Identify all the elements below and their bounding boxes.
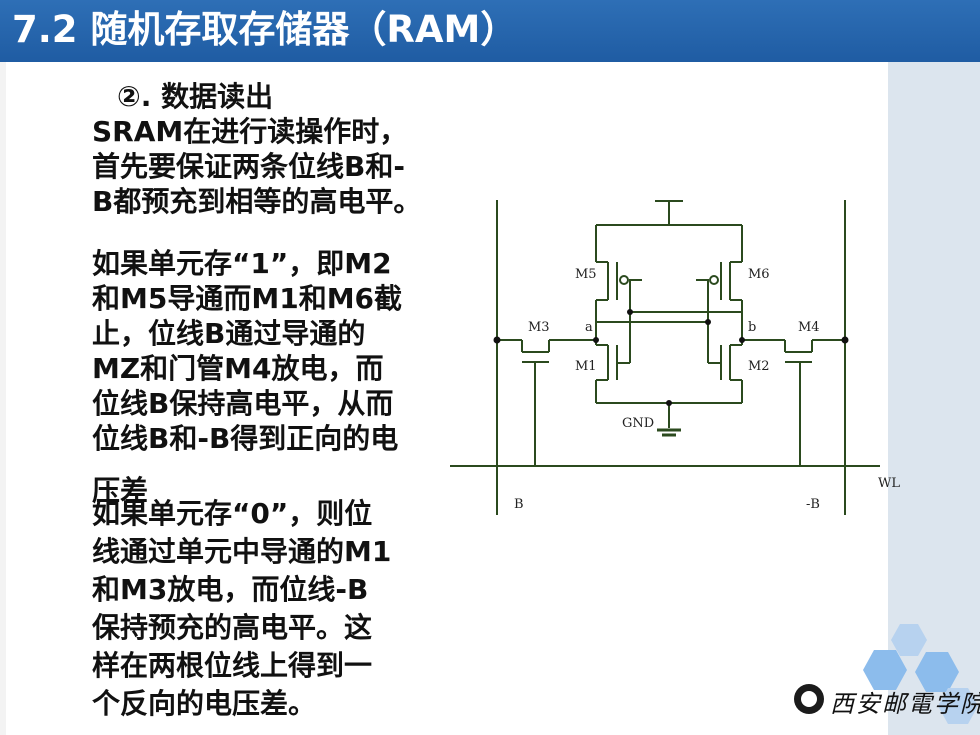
label-m1: M1 xyxy=(575,359,597,374)
label-bitline-nb: -B xyxy=(806,497,820,512)
label-bitline-b: B xyxy=(514,497,524,512)
label-wl: WL xyxy=(878,476,900,491)
label-node-b: b xyxy=(748,320,756,335)
label-gnd: GND xyxy=(622,416,654,431)
para2-line: 位线B和-B得到正向的电 xyxy=(92,422,399,455)
para1-line: 首先要保证两条位线B和- xyxy=(92,150,405,183)
right-decor-band xyxy=(888,62,980,735)
para1-line: SRAM在进行读操作时， xyxy=(92,115,408,148)
slide-title: 7.2 随机存取存储器（RAM） xyxy=(12,8,518,51)
section-heading: ②. 数据读出 xyxy=(117,80,274,113)
title-bar: 7.2 随机存取存储器（RAM） xyxy=(0,0,980,62)
left-decor-strip xyxy=(0,62,6,735)
para3-line: 个反向的电压差。 xyxy=(92,687,317,720)
label-m2: M2 xyxy=(748,359,770,374)
para3-line: 样在两根位线上得到一 xyxy=(92,649,373,682)
para2-line: 止，位线B通过导通的 xyxy=(92,317,366,350)
school-name: 西安邮電学院 xyxy=(830,690,980,718)
hexagon-decor xyxy=(863,624,978,724)
school-seal-icon xyxy=(794,684,824,714)
para3-line: 和M3放电，而位线-B xyxy=(92,573,369,606)
school-logo: 西安邮電学院 xyxy=(792,680,980,720)
para2-line: 压差 xyxy=(92,474,149,507)
label-m5: M5 xyxy=(575,267,597,282)
label-m4: M4 xyxy=(798,320,820,335)
para2-line: MZ和门管M4放电，而 xyxy=(92,352,384,385)
para3-line: 保持预充的高电平。这 xyxy=(92,611,373,644)
label-node-a: a xyxy=(585,320,593,335)
para2-line: 位线B保持高电平，从而 xyxy=(92,387,394,420)
label-m3: M3 xyxy=(528,320,550,335)
para2-line: 和M5导通而M1和M6截 xyxy=(92,282,403,315)
para3-line: 如果单元存“0”，则位 xyxy=(92,497,373,530)
para2-line: 如果单元存“1”，即M2 xyxy=(92,247,392,280)
label-m6: M6 xyxy=(748,267,770,282)
para1-line: B都预充到相等的高电平。 xyxy=(92,185,422,218)
para3-line: 线通过单元中导通的M1 xyxy=(92,535,392,568)
